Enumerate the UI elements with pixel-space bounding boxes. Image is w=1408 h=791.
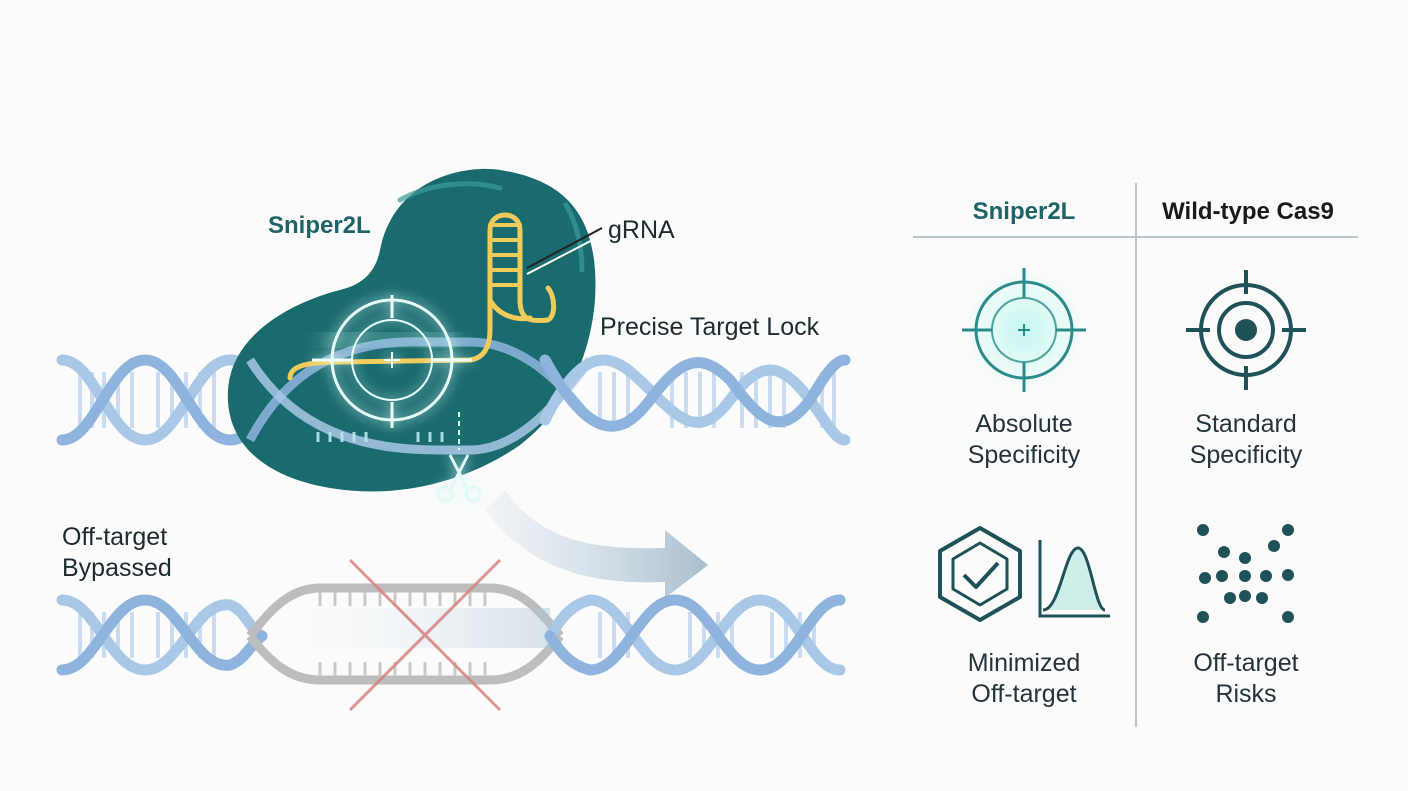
cell-label-line2: Risks [1215, 680, 1277, 708]
scatter-dot [1282, 524, 1294, 536]
protein-highlight-2 [563, 202, 585, 273]
cell-label-line1: Minimized [967, 649, 1081, 677]
cell-minimized-offtarget: Minimized Off-target [914, 648, 1134, 710]
scatter-dot [1224, 592, 1236, 604]
offtarget-label-line1: Off-target [62, 523, 168, 551]
scattered-dots-icon [1197, 524, 1294, 623]
grna-strand [287, 212, 557, 381]
cell-label-line1: Off-target [1193, 649, 1299, 677]
scatter-dot [1282, 569, 1294, 581]
scatter-dot [1199, 572, 1211, 584]
scatter-dot [1239, 590, 1251, 602]
grna-pointer-shadow [526, 233, 605, 275]
lock-glow [320, 336, 460, 344]
deflection-arrow [485, 490, 708, 598]
scatter-dot [1256, 592, 1268, 604]
scatter-dot [1239, 570, 1251, 582]
column-header-sniper2l: Sniper2L [972, 198, 1076, 225]
offtarget-label-line2: Bypassed [62, 554, 172, 582]
cell-label-line1: Absolute [975, 410, 1073, 438]
grna-pointer [526, 227, 603, 269]
cell-label-line2: Off-target [971, 680, 1077, 708]
dna-offtarget-left [56, 594, 268, 676]
dna-helix-right [539, 354, 851, 446]
scatter-dot [1218, 546, 1230, 558]
dna-offtarget-right [544, 594, 846, 676]
cell-offtarget-risks: Off-target Risks [1136, 648, 1356, 710]
protein-label: Sniper2L [268, 212, 371, 239]
scatter-dot [1282, 611, 1294, 623]
scissors-icon [436, 454, 482, 503]
hexagon-check-icon [938, 526, 1022, 622]
crosshair-target [312, 295, 472, 428]
offtarget-bypassed-label: Off-target Bypassed [62, 522, 172, 584]
target-icon [1186, 270, 1306, 390]
scatter-dot [1216, 570, 1228, 582]
crosshair-glow-icon [962, 268, 1086, 392]
scatter-dot [1268, 540, 1280, 552]
scatter-dot [1197, 524, 1209, 536]
cell-standard-specificity: Standard Specificity [1136, 409, 1356, 471]
cell-label-line2: Specificity [1189, 441, 1303, 469]
protein-highlight [397, 181, 503, 203]
cell-label-line2: Specificity [967, 441, 1081, 469]
sniper2l-protein [227, 168, 596, 492]
scatter-dot [1197, 611, 1209, 623]
cell-label-line1: Standard [1195, 410, 1297, 438]
bypass-beam [300, 608, 550, 648]
column-header-wildtype: Wild-type Cas9 [1162, 198, 1334, 225]
target-lock-label: Precise Target Lock [600, 313, 820, 341]
scatter-dot [1260, 570, 1272, 582]
scatter-dot [1239, 552, 1251, 564]
blocked-x-icon [348, 558, 502, 712]
grna-label: gRNA [608, 216, 675, 244]
cell-absolute-specificity: Absolute Specificity [914, 409, 1134, 471]
narrow-peak-icon [1038, 540, 1110, 618]
